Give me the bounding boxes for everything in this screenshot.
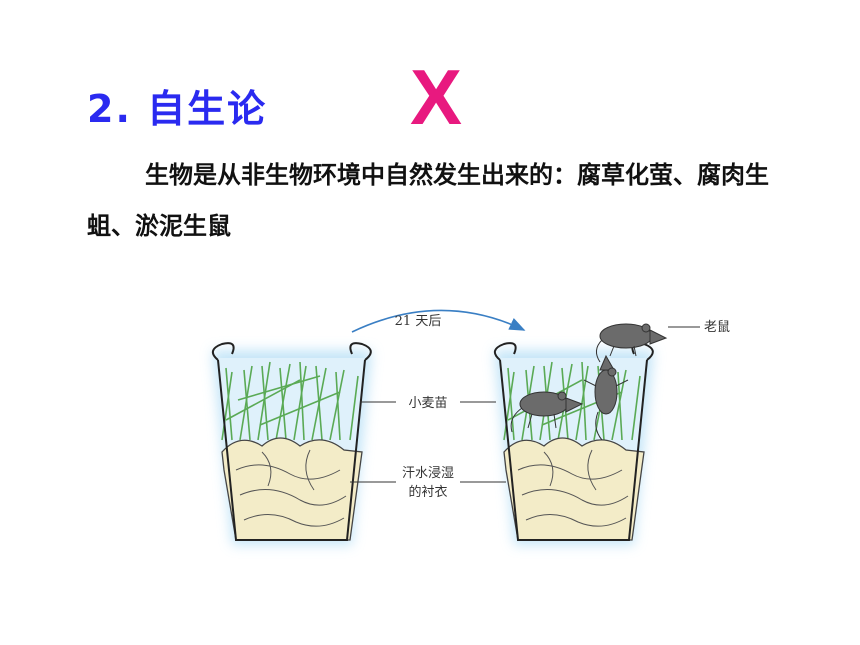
time-arrow [351, 309, 526, 333]
left-jar [211, 342, 372, 545]
arrow-label: 21 天后 [395, 314, 442, 329]
label-shirt-line2: 的衬衣 [408, 484, 447, 500]
right-sweaty-shirt [503, 437, 645, 541]
label-wheat: 小麦苗 [408, 396, 447, 411]
mouse-icon [510, 391, 584, 433]
label-mouse: 老鼠 [704, 320, 730, 335]
slide-title: 2. 自生论 [87, 87, 268, 131]
left-wheat-seedlings [221, 361, 359, 441]
right-jar [493, 323, 668, 545]
left-sweaty-shirt [221, 437, 363, 541]
mouse-icon [583, 354, 629, 441]
mouse-icon [596, 323, 668, 363]
cross-mark-icon: X [410, 53, 463, 141]
description-text: 生物是从非生物环境中自然发生出来的：腐草化萤、腐肉生蛆、淤泥生鼠 [87, 161, 769, 240]
label-shirt-line1: 汗水浸湿 [402, 466, 454, 481]
